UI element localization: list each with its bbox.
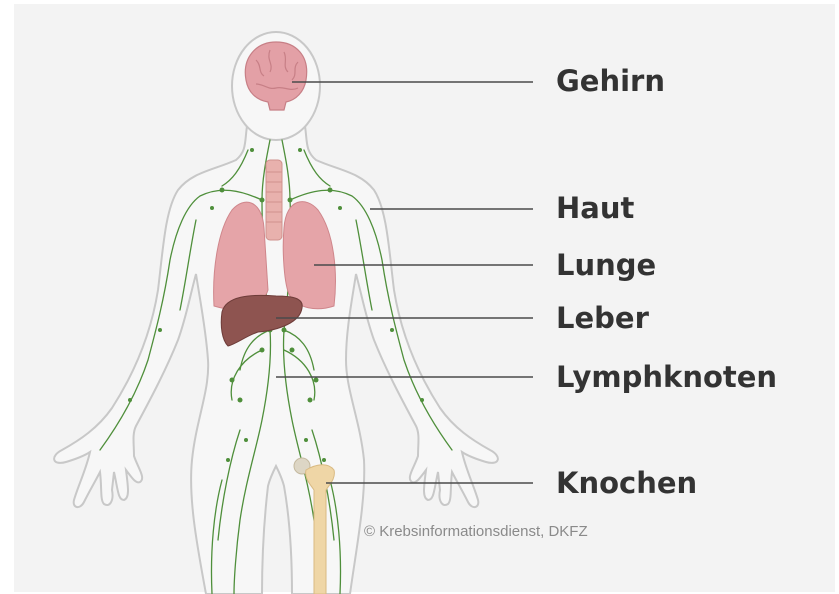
- label-skin: Haut: [556, 194, 634, 223]
- copyright-notice: © Krebsinformationsdienst, DKFZ: [364, 523, 588, 540]
- label-lung: Lunge: [556, 251, 656, 280]
- label-bone: Knochen: [556, 469, 697, 498]
- trachea: [266, 160, 282, 240]
- label-lymph-nodes: Lymphknoten: [556, 363, 777, 392]
- label-liver: Leber: [556, 304, 649, 333]
- label-brain: Gehirn: [556, 67, 665, 96]
